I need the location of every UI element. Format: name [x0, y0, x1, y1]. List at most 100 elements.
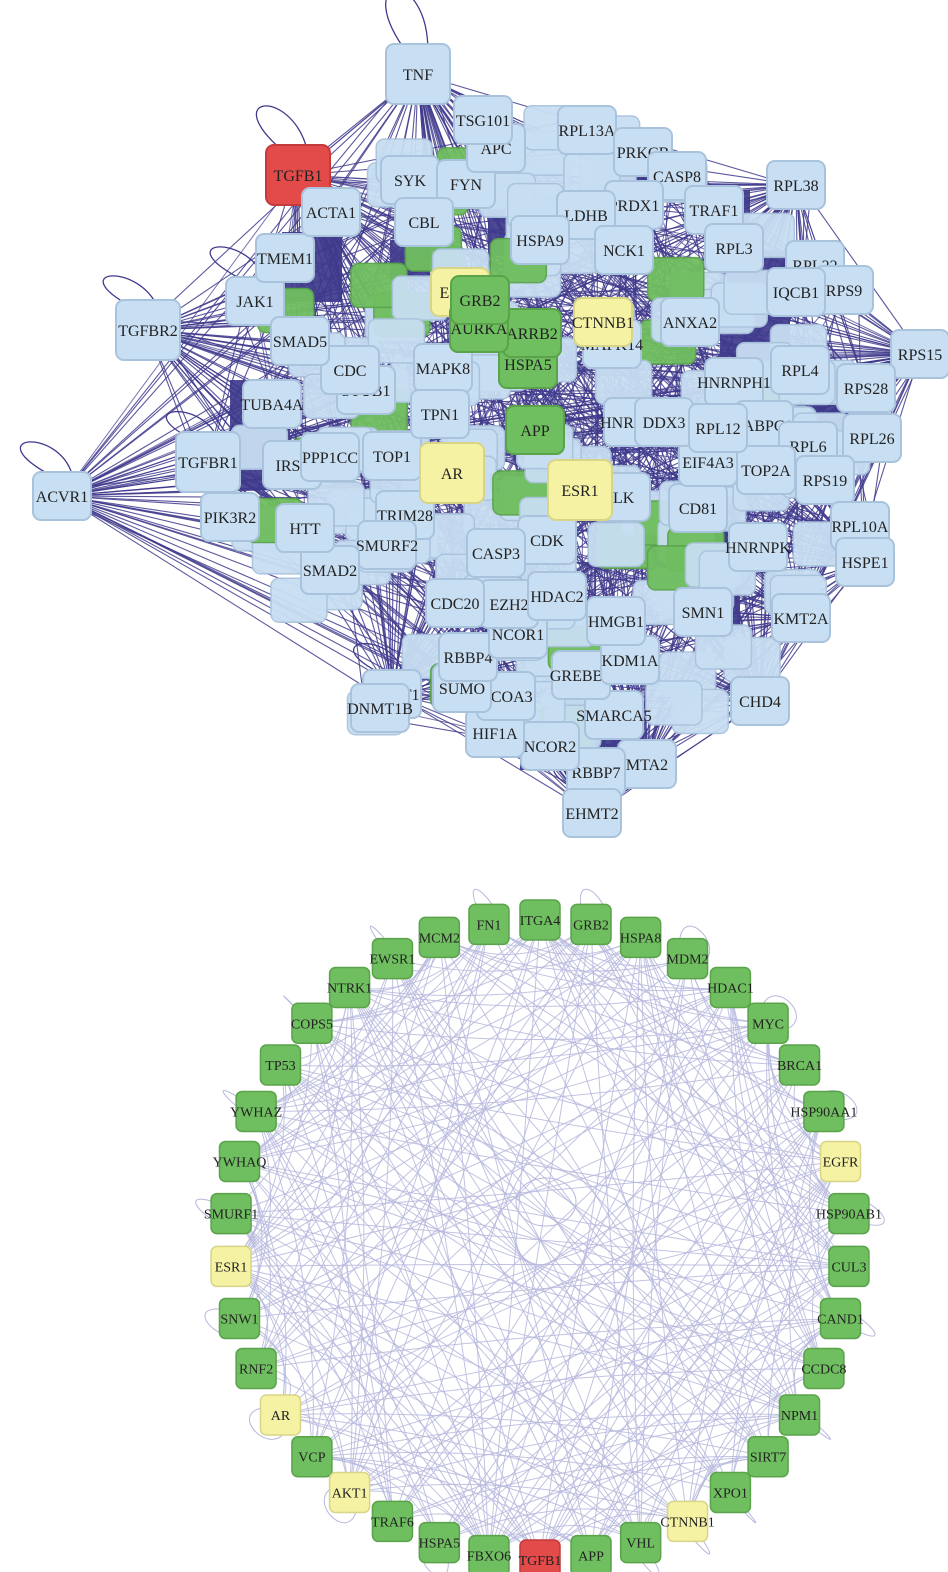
network-edge	[280, 987, 731, 1416]
node-tnf: TNF	[385, 43, 451, 105]
node-rpl3: RPL3	[704, 223, 764, 273]
network-edge	[311, 987, 353, 1457]
network-edge	[488, 924, 769, 1457]
node-label: TP53	[265, 1059, 295, 1074]
network-edge	[438, 1213, 850, 1544]
node-hspa9: HSPA9	[510, 215, 570, 265]
node-rpl26: RPL26	[842, 413, 902, 463]
network-edge	[311, 1022, 841, 1320]
network-edge	[349, 919, 541, 1493]
network-edge	[349, 937, 642, 1493]
node-label: CAND1	[817, 1313, 864, 1328]
network-edge	[61, 495, 394, 705]
node-label: PPP1CC	[302, 450, 358, 467]
network-edge	[239, 1318, 351, 1493]
bottom-network-edges	[195, 889, 885, 1572]
network-edge	[255, 1111, 769, 1458]
node-label: NCOR2	[524, 739, 576, 756]
network-edge	[488, 1161, 841, 1556]
network-edge	[280, 1064, 825, 1369]
node-label: NTRK1	[327, 981, 372, 996]
network-edge	[280, 1160, 841, 1416]
node-label: MTA2	[626, 757, 668, 774]
node-label: EHMT2	[565, 806, 618, 823]
node-cd81: CD81	[668, 483, 728, 533]
node-tp53: TP53	[259, 1044, 302, 1086]
node-arrb2: ARRB2	[502, 308, 562, 358]
network-edge	[230, 1213, 351, 1493]
self-loop-edge	[353, 642, 403, 675]
node-label: EGFR	[823, 1155, 859, 1170]
node-sirt7: SIRT7	[747, 1435, 789, 1478]
network-edge	[438, 937, 769, 1458]
node-label: HIF1A	[472, 726, 518, 743]
node-label: HNRNPH1	[697, 375, 771, 392]
node-label: SNW1	[220, 1313, 258, 1328]
network-edge	[280, 1064, 393, 1522]
node-rpl4: RPL4	[770, 345, 830, 395]
node-grb2: GRB2	[570, 903, 612, 946]
network-edge	[488, 919, 541, 1556]
network-edge	[687, 958, 825, 1369]
node-label: NCOA3	[479, 689, 532, 706]
network-edge	[255, 1368, 490, 1556]
network-edge	[230, 1213, 440, 1543]
node-label: JAK1	[236, 294, 273, 311]
node-ppp1cc: PPP1CC	[300, 432, 360, 482]
network-edge	[349, 958, 688, 997]
node-label: NPM1	[781, 1409, 818, 1424]
network-edge	[392, 1022, 769, 1522]
node-rnf2: RNF2	[235, 1347, 277, 1390]
network-edge	[311, 919, 541, 1024]
node-casp3: CASP3	[466, 528, 526, 578]
node-label: TRAF1	[690, 203, 739, 220]
node-label: SYK	[394, 173, 426, 190]
node-label: YWHAZ	[230, 1105, 282, 1120]
node-mta2: MTA2	[617, 739, 677, 789]
node-label: TSG101	[456, 113, 510, 130]
node-smad2: SMAD2	[300, 545, 360, 595]
node-label: XPO1	[713, 1487, 748, 1502]
node-label: SMAD2	[303, 563, 357, 580]
node-hnrnph1: HNRNPH1	[697, 357, 771, 407]
node-rps19: RPS19	[795, 455, 855, 505]
network-edge	[392, 987, 731, 1522]
network-edge	[239, 919, 541, 1162]
node-ntrk1: NTRK1	[327, 966, 372, 1009]
network-edge	[311, 1064, 800, 1458]
node-label: HSP90AA1	[790, 1105, 857, 1120]
network-edge	[239, 1161, 490, 1556]
network-edge	[438, 987, 731, 1543]
network-edge	[438, 1111, 825, 1543]
network-edge	[239, 1161, 541, 1561]
node-chd4: CHD4	[730, 676, 790, 726]
network-edge	[255, 924, 592, 1369]
network-edge	[349, 924, 490, 1493]
top-network-nodes: TNFTGFB1TGFBR2ACVR1TGFBR1JAK1TMEM1ACTA1S…	[32, 43, 948, 838]
network-edge	[729, 987, 800, 1416]
network-edge	[255, 1111, 393, 1522]
network-edge	[311, 1318, 841, 1458]
node-ncor2: NCOR2	[520, 721, 580, 771]
network-edge	[539, 1161, 841, 1561]
network-edge	[311, 924, 490, 1457]
network-edge	[61, 392, 275, 497]
node-ewsr1: EWSR1	[370, 937, 415, 980]
network-edge	[392, 1414, 800, 1522]
network-edge	[255, 937, 642, 1369]
network-edge	[230, 1266, 313, 1457]
node-mdm2: MDM2	[667, 937, 709, 980]
network-edge	[239, 1161, 688, 1522]
node-label: HSPE1	[841, 555, 888, 572]
node-hdac2: HDAC2	[527, 571, 587, 621]
background-node	[367, 318, 426, 364]
network-edge	[239, 936, 641, 1162]
node-tgfbr2: TGFBR2	[115, 299, 181, 361]
node-label: CASP8	[653, 169, 701, 186]
node-label: YWHAQ	[213, 1155, 267, 1170]
node-label: RPL6	[789, 439, 826, 456]
node-pik3r2: PIK3R2	[200, 492, 260, 542]
node-label: ESR1	[561, 483, 598, 500]
node-label: ILK	[608, 490, 635, 507]
node-label: SMARCA5	[576, 708, 652, 725]
